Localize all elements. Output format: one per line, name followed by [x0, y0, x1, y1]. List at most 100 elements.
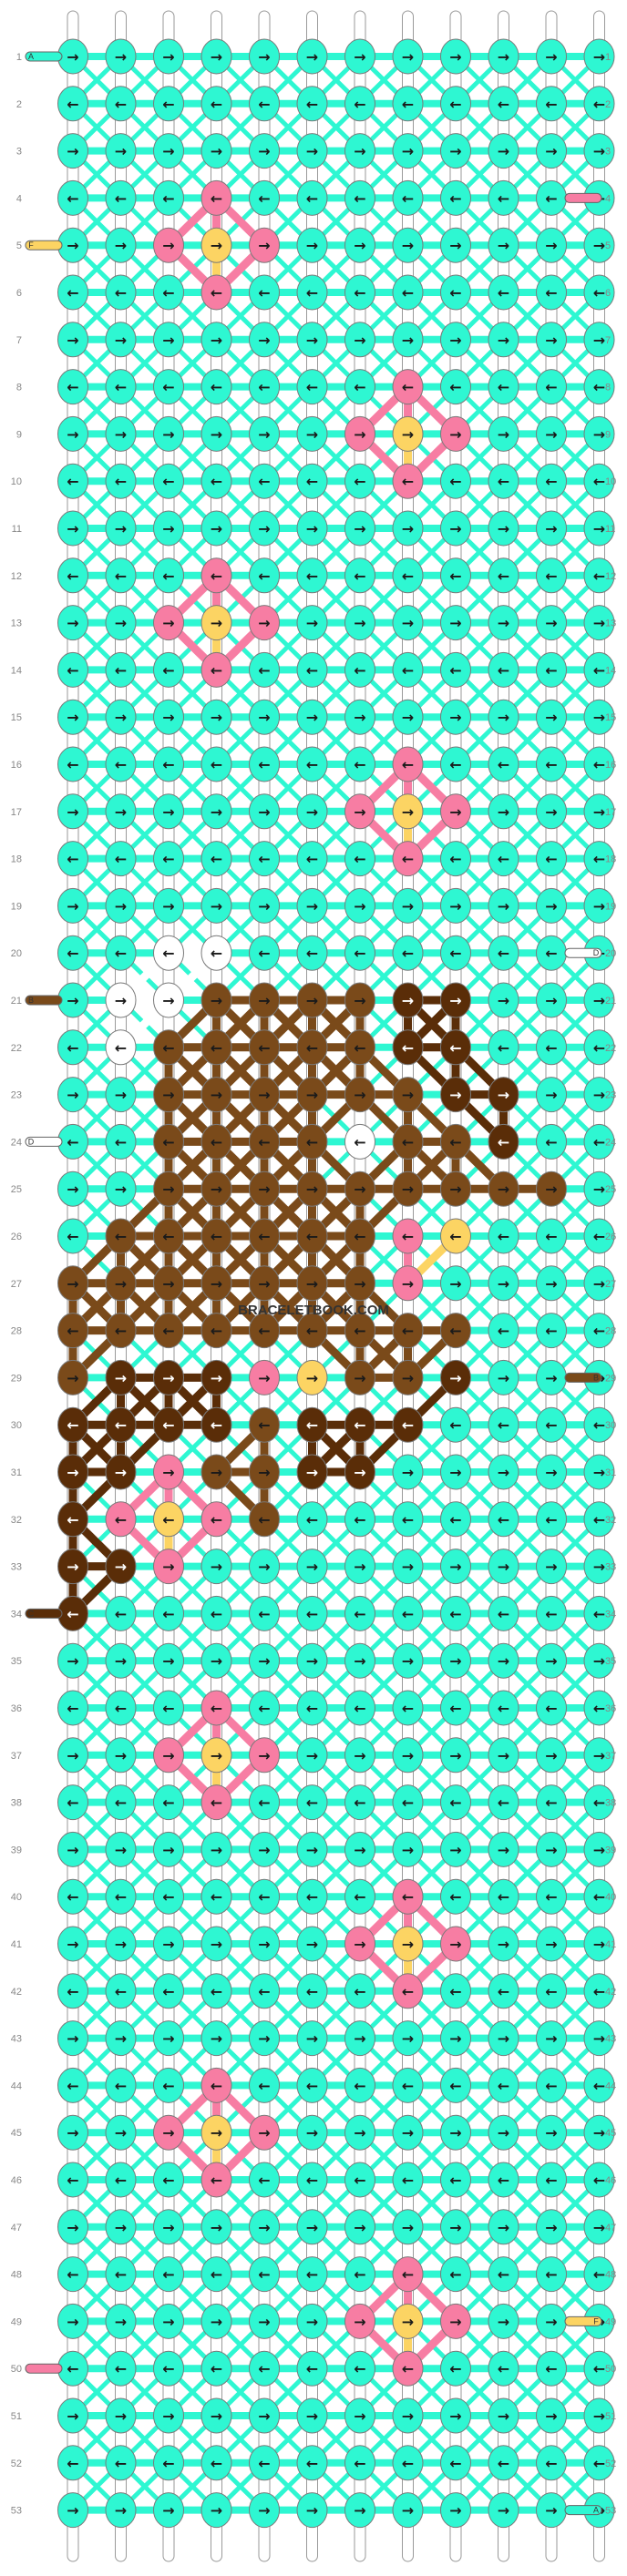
knot-arrow: ←: [306, 1133, 318, 1150]
knot-arrow: →: [162, 1087, 174, 1104]
knot-shape: [105, 369, 137, 405]
knot-arrow: →: [449, 803, 461, 821]
knot-shape: [200, 227, 232, 263]
knot-shape: [392, 274, 424, 311]
knot: →: [296, 699, 328, 735]
knot: →: [488, 227, 519, 263]
knot: ←: [57, 369, 88, 405]
knot-arrow: →: [593, 2124, 605, 2142]
knot: →: [440, 1170, 471, 1207]
knot-shape: [200, 274, 232, 311]
knot-shape: [344, 369, 375, 405]
knot-arrow: ←: [498, 2077, 509, 2094]
row-label-right: 27: [605, 1279, 616, 1290]
knot: ←: [296, 1878, 328, 1915]
knot: →: [200, 982, 232, 1018]
knot-shape: [583, 415, 615, 452]
knot-arrow: →: [258, 237, 270, 254]
knot: ←: [440, 1973, 471, 2009]
knot: ←: [536, 1123, 567, 1160]
row-label-right: 26: [605, 1232, 616, 1242]
knot: ←: [200, 2445, 232, 2481]
knot: →: [440, 2492, 471, 2529]
knot-arrow: →: [354, 2502, 365, 2520]
knot-arrow: ←: [115, 1133, 127, 1150]
knot-arrow: →: [593, 1087, 605, 1104]
knot-arrow: ←: [306, 1323, 318, 1340]
knot-arrow: →: [402, 709, 414, 726]
knot-arrow: ←: [498, 1323, 509, 1340]
knot: ←: [344, 1878, 375, 1915]
knot-arrow: ←: [449, 1511, 461, 1528]
knot-shape: [105, 699, 137, 735]
knot-arrow: →: [593, 1747, 605, 1764]
knot-arrow: ←: [258, 1039, 270, 1057]
knot-shape: [296, 415, 328, 452]
knot: →: [488, 38, 519, 75]
knot-shape: [249, 133, 280, 169]
knot-arrow: ←: [306, 1700, 318, 1717]
knot: ←: [200, 1218, 232, 1254]
knot-arrow: ←: [498, 1983, 509, 2000]
knot: →: [536, 2492, 567, 2529]
knot: →: [200, 415, 232, 452]
knot: →: [57, 322, 88, 358]
knot: ←: [105, 1029, 137, 1066]
knot-arrow: →: [593, 1841, 605, 1858]
knot-arrow: ←: [115, 1323, 127, 1340]
knot-shape: [488, 86, 519, 122]
row-label-left: 34: [11, 1609, 22, 1620]
knot: ←: [440, 1878, 471, 1915]
knot-arrow: ←: [354, 96, 365, 113]
knot-arrow: ←: [449, 1228, 461, 1245]
knot: ←: [344, 1784, 375, 1821]
knot: →: [583, 227, 615, 263]
knot: ←: [105, 179, 137, 216]
knot: ←: [249, 557, 280, 594]
knot-shape: [105, 557, 137, 594]
knot-shape: [583, 86, 615, 122]
knot-arrow: →: [162, 1464, 174, 1481]
knot-arrow: ←: [449, 1605, 461, 1622]
knot: →: [105, 2114, 137, 2151]
row-label-left: 12: [11, 571, 22, 582]
knot-arrow: →: [449, 237, 461, 254]
knot: →: [105, 38, 137, 75]
knot-shape: [296, 227, 328, 263]
knot-arrow: ←: [162, 1511, 174, 1528]
knot: →: [249, 2209, 280, 2245]
knot-arrow: →: [545, 709, 557, 726]
knot-arrow: →: [258, 1087, 270, 1104]
knot-arrow: ←: [449, 473, 461, 490]
knot: →: [536, 982, 567, 1018]
knot-arrow: ←: [545, 1888, 557, 1906]
knot-arrow: ←: [258, 2266, 270, 2284]
string-end-letter: D: [28, 1137, 35, 1146]
knot-arrow: →: [402, 237, 414, 254]
knot: →: [105, 415, 137, 452]
knot: →: [105, 2397, 137, 2434]
knot: ←: [488, 1406, 519, 1443]
knot: ←: [296, 1123, 328, 1160]
knot-arrow: ←: [211, 1323, 222, 1340]
knot-arrow: →: [354, 332, 365, 349]
knot: →: [392, 1642, 424, 1679]
row-label-left: 38: [11, 1798, 22, 1809]
knot-arrow: ←: [354, 379, 365, 396]
knot-arrow: →: [67, 1087, 78, 1104]
knot-arrow: →: [545, 1747, 557, 1764]
knot: →: [488, 793, 519, 830]
knot-arrow: →: [162, 237, 174, 254]
knot: ←: [153, 369, 184, 405]
knot: →: [249, 1077, 280, 1113]
knot-shape: [249, 605, 280, 641]
knot-arrow: ←: [449, 1416, 461, 1434]
knot: ←: [488, 1218, 519, 1254]
knot-arrow: ←: [211, 1511, 222, 1528]
knot: ←: [153, 274, 184, 311]
knot-grid: → → → → → → → → → → → → ← ← ← ← ← ← ← ← ← ← ← ← → → → → → → → → → → → → ← ← ← ←…: [57, 38, 615, 2529]
knot-arrow: ←: [402, 189, 414, 207]
knot: →: [440, 1926, 471, 1962]
row-label-left: 42: [11, 1987, 22, 1998]
knot-arrow: →: [449, 2219, 461, 2236]
